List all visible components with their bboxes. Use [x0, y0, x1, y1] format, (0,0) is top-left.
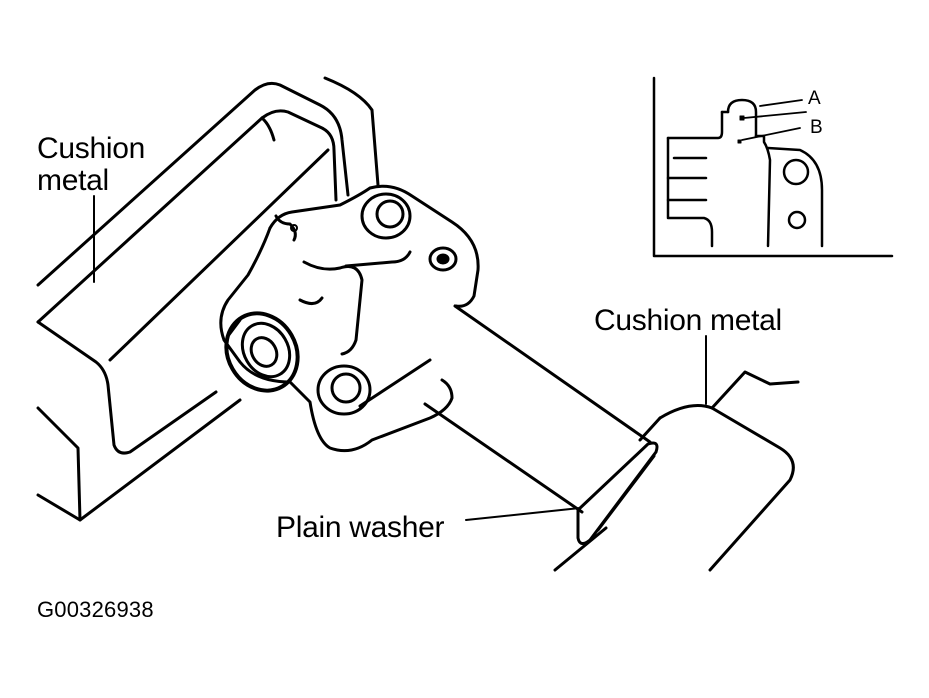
figure-id: G00326938	[37, 597, 154, 622]
inset-label-a: A	[808, 88, 821, 109]
inset-detail	[652, 76, 894, 258]
bolt-head	[428, 246, 458, 272]
plain-washer-label: Plain washer	[276, 511, 445, 544]
bushing	[224, 311, 300, 393]
left-cushion-metal	[36, 76, 380, 522]
mount-bracket	[219, 184, 652, 514]
right-cushion-metal	[553, 370, 800, 572]
cushion-metal-right-label: Cushion metal	[594, 304, 782, 337]
bolt-hole-lower	[316, 364, 372, 416]
leader-lines	[93, 195, 707, 521]
plain-washer	[576, 441, 659, 545]
bolt-hole-top	[360, 192, 412, 240]
cushion-metal-left-label-line2: metal	[37, 164, 109, 197]
cushion-metal-left-label-line1: Cushion	[37, 132, 145, 165]
inset-label-b: B	[810, 117, 823, 138]
